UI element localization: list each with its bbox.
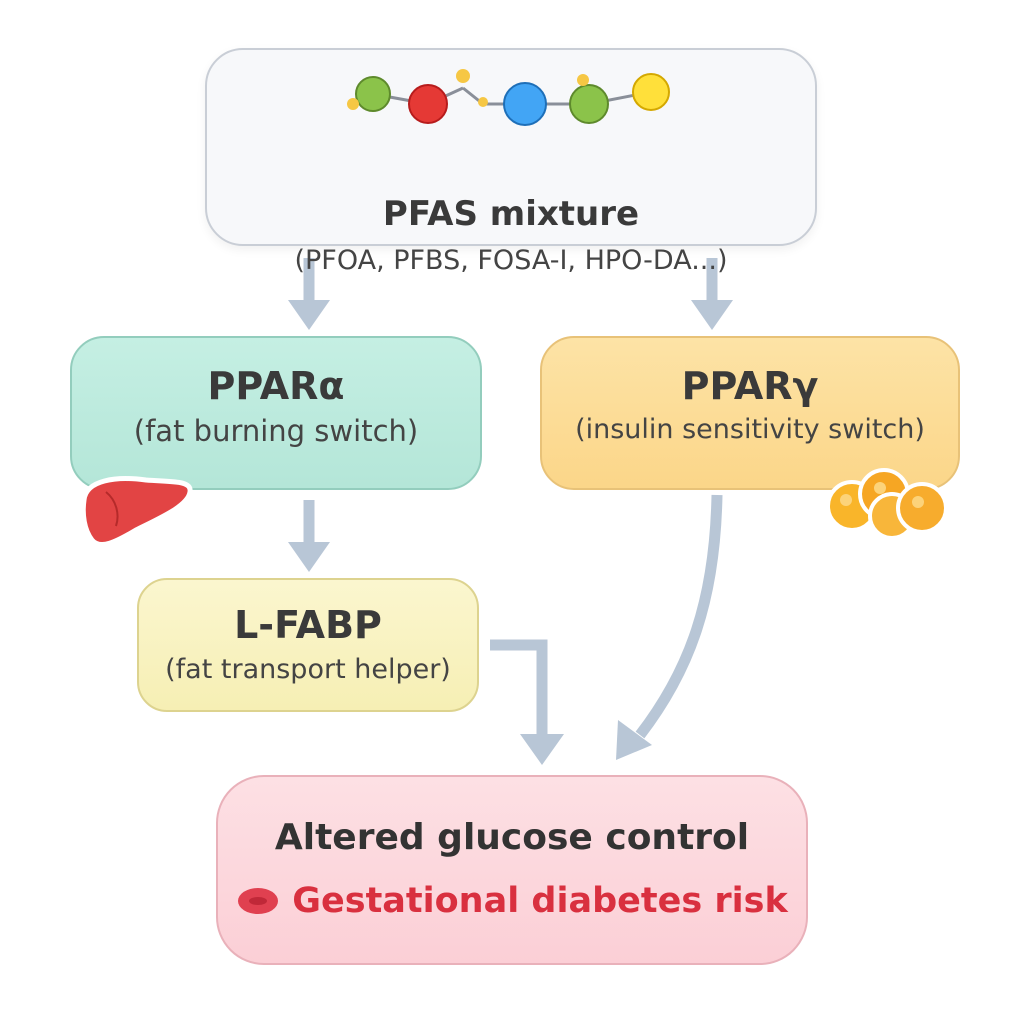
ppar-alpha-subtitle: (fat burning switch) [133,414,419,448]
arrow-pfas-to-ppar-gamma [691,258,733,330]
ppar-gamma-title: PPARγ [681,364,819,408]
arrow-ppar-gamma-to-outcome [616,494,723,760]
outcome-title: Altered glucose control [274,817,750,858]
lfabp-subtitle: (fat transport helper) [165,654,451,685]
risk-row: Gestational diabetes risk [218,881,806,921]
arrow-ppar-alpha-to-lfabp [288,500,330,572]
outcome-box: Altered glucose control Gestational diab… [216,775,808,965]
red-blood-cell-icon [238,888,279,914]
arrow-pfas-to-ppar-alpha [288,258,330,330]
risk-text: Gestational diabetes risk [292,881,788,921]
pfas-subtitle: (PFOA, PFBS, FOSA-I, HPO-DA...) [294,245,728,276]
lfabp-title: L-FABP [234,603,382,647]
pfas-title: PFAS mixture [382,194,640,234]
ppar-gamma-subtitle: (insulin sensitivity switch) [575,414,925,445]
lfabp-box: L-FABP (fat transport helper) [137,578,479,712]
arrow-lfabp-to-outcome [490,639,564,765]
molecule-chain-icon [347,69,670,126]
liver-icon [80,476,193,547]
ppar-alpha-box: PPARα (fat burning switch) [70,336,482,490]
ppar-alpha-title: PPARα [207,364,345,408]
fat-cells-icon [826,468,948,540]
pfas-mixture-box: PFAS mixture (PFOA, PFBS, FOSA-I, HPO-DA… [205,48,817,276]
ppar-gamma-box: PPARγ (insulin sensitivity switch) [540,336,960,490]
